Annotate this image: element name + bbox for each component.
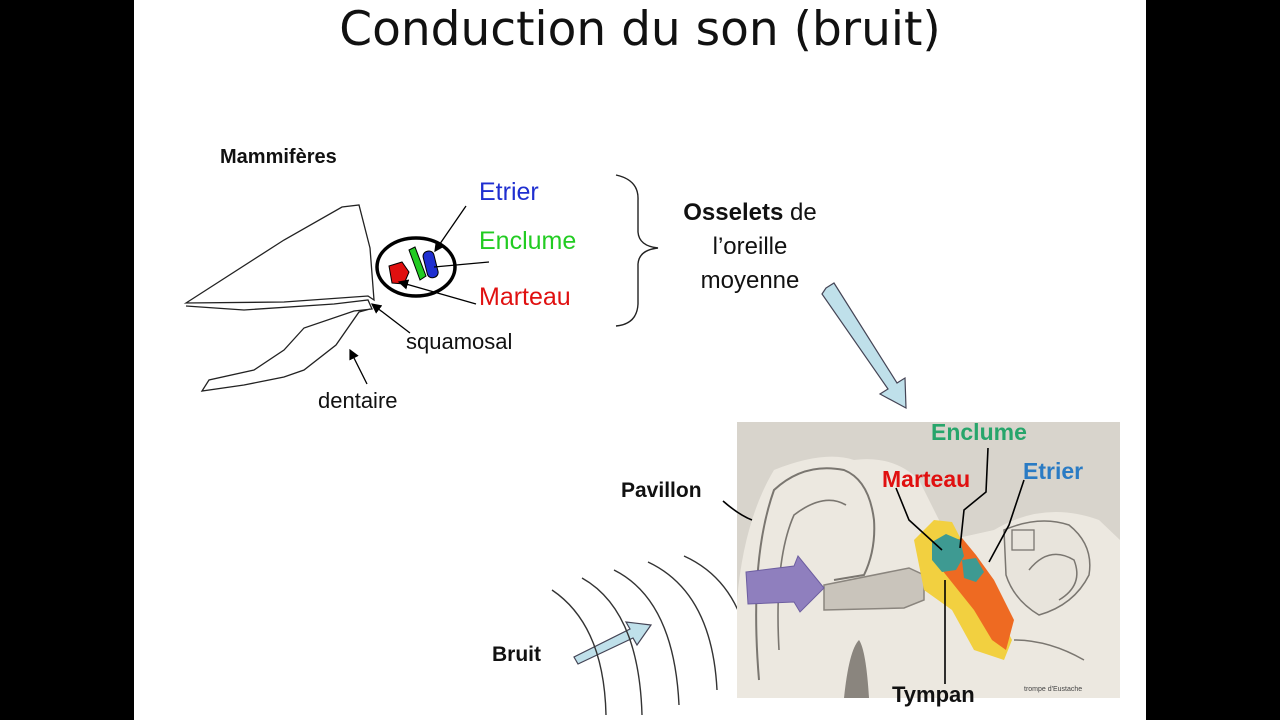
label-etrier-ear: Etrier (1023, 458, 1084, 484)
ear-diagram (183, 174, 1120, 716)
label-squamosal: squamosal (406, 329, 513, 354)
label-de: de (790, 199, 817, 226)
label-pavillon: Pavillon (621, 479, 702, 502)
mammal-jaw-sketch (183, 204, 375, 392)
label-tympan: Tympan (892, 682, 975, 707)
light-blue-arrows (573, 282, 907, 665)
sound-waves (551, 555, 753, 716)
label-osselets: Osselets (683, 199, 784, 226)
label-oreille: l’oreille (712, 233, 788, 260)
brace (615, 174, 659, 327)
label-dentaire: dentaire (318, 388, 398, 413)
label-enclume-ear: Enclume (931, 419, 1027, 445)
label-ossicles-description: Osselets de l’oreille moyenne (665, 196, 835, 298)
label-enclume-jaw: Enclume (479, 227, 577, 255)
slide: Conduction du son (bruit) (134, 0, 1146, 720)
label-mammals: Mammifères (220, 146, 337, 168)
label-moyenne: moyenne (700, 267, 800, 294)
label-bruit: Bruit (492, 643, 541, 666)
jaw-pointers (349, 205, 490, 385)
label-marteau-ear: Marteau (882, 466, 971, 492)
label-marteau-jaw: Marteau (479, 283, 571, 311)
ear-pointers (722, 447, 1025, 684)
label-etrier-jaw: Etrier (479, 178, 539, 206)
ossicles-closeup (375, 236, 457, 298)
slide-title: Conduction du son (bruit) (339, 2, 941, 57)
ear-illustration (737, 422, 1120, 698)
label-trompe-eustache: trompe d'Eustache (1024, 686, 1083, 693)
